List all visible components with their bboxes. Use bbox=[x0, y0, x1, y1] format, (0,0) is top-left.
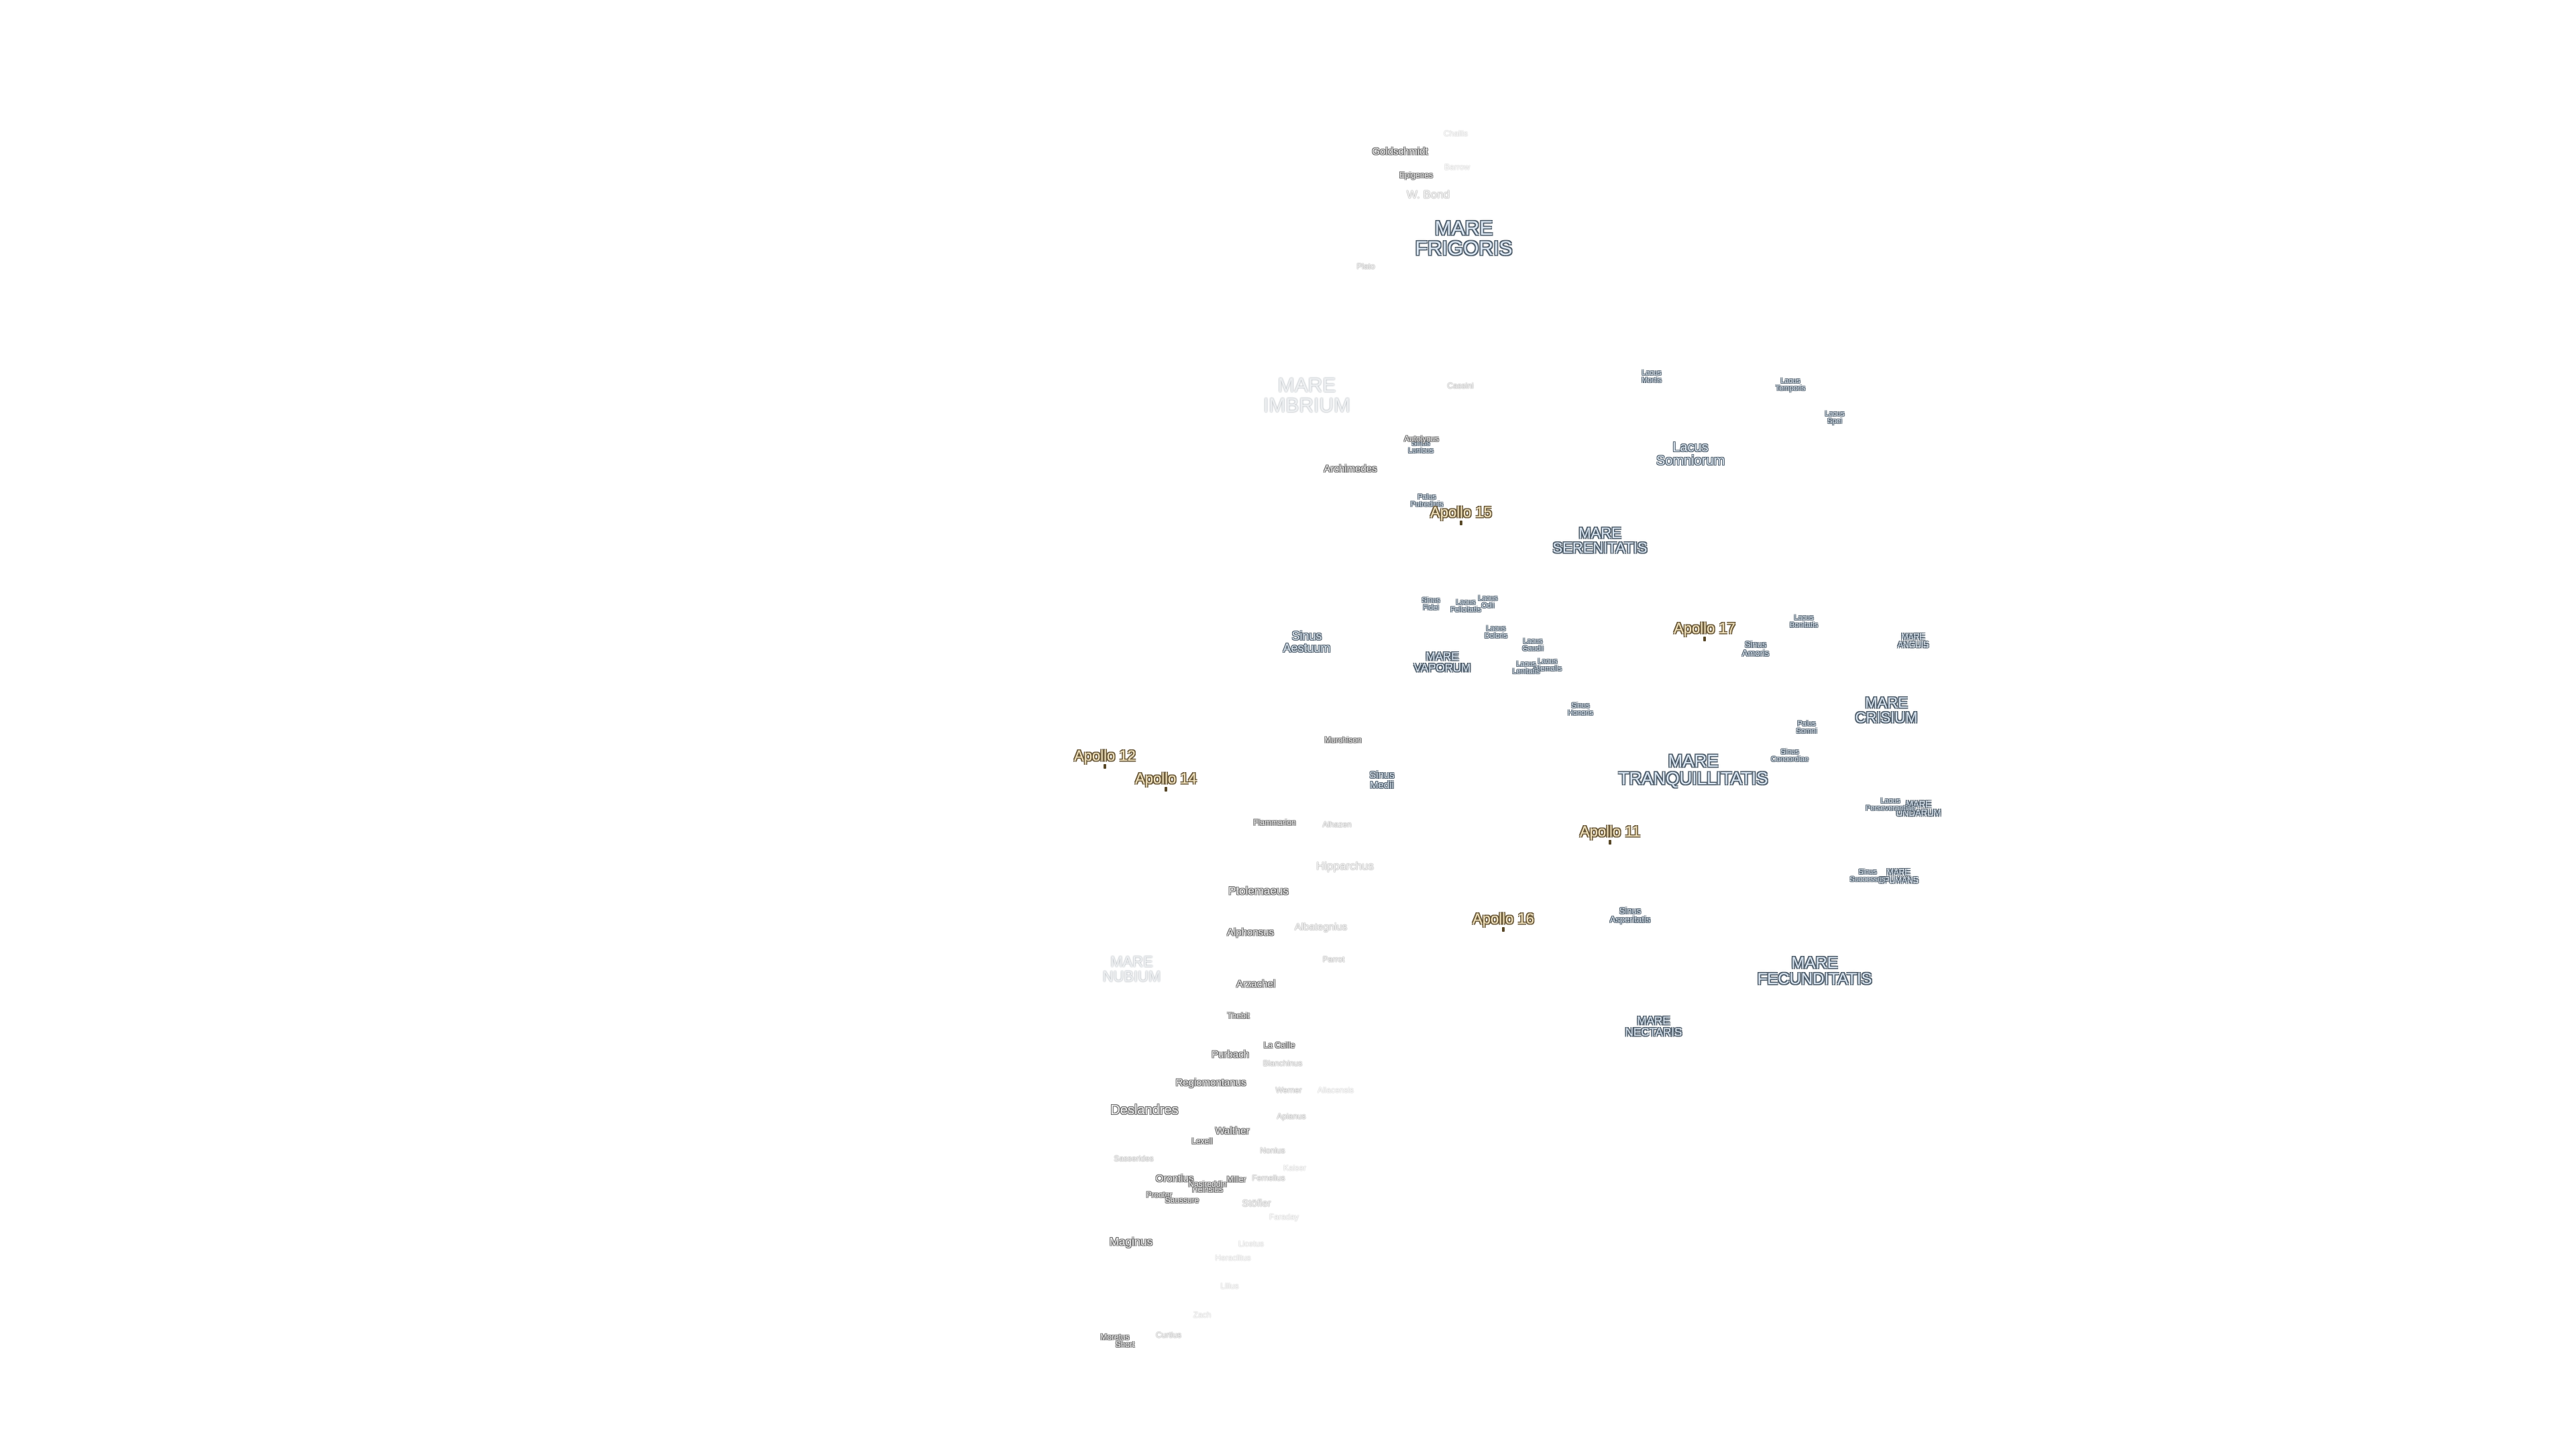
crater-faraday-label: Faraday bbox=[1269, 1212, 1299, 1222]
crater-saussure-label: Saussure bbox=[1165, 1195, 1199, 1205]
crater-proctor-label: Proctor bbox=[1146, 1190, 1173, 1199]
crater-orontius-label: Orontius bbox=[1155, 1173, 1194, 1185]
crater-thebit-label: Thebit bbox=[1227, 1011, 1250, 1020]
apollo-16-label[interactable]: Apollo 16 bbox=[1472, 910, 1534, 927]
crater-maginus-label: Maginus bbox=[1109, 1235, 1153, 1248]
crater-nasireddin-label: Nasireddin bbox=[1188, 1179, 1227, 1189]
crater-goldschmidt-label: Goldschmidt bbox=[1372, 146, 1428, 158]
crater-apianus-label: Apianus bbox=[1277, 1112, 1306, 1121]
crater-hipparchus-label: Hipparchus bbox=[1316, 859, 1374, 873]
crater-kaiser-label: Kaiser bbox=[1283, 1163, 1307, 1173]
apollo-15-marker-icon bbox=[1460, 521, 1462, 525]
crater-nonius-label: Nonius bbox=[1260, 1146, 1285, 1155]
crater-short-label: Short bbox=[1115, 1340, 1135, 1349]
crater-sasserides-label: Sasserides bbox=[1114, 1154, 1154, 1163]
crater-alphonsus-label: Alphonsus bbox=[1226, 926, 1275, 938]
crater-flammarion-label: Flammarion bbox=[1253, 818, 1296, 827]
crater-purbach-label: Purbach bbox=[1212, 1049, 1249, 1061]
crater-lilius-label: Lilius bbox=[1220, 1281, 1239, 1291]
crater-stofler-label: Stöfler bbox=[1242, 1197, 1271, 1210]
crater-la-caille-label: La Caille bbox=[1263, 1040, 1295, 1050]
apollo-17-marker-icon bbox=[1703, 637, 1706, 641]
crater-alhazen-label: Alhazen bbox=[1322, 820, 1352, 829]
crater-walther-label: Walther bbox=[1215, 1125, 1250, 1137]
crater-deslandres-label: Deslandres bbox=[1110, 1103, 1179, 1118]
crater-barrow-label: Barrow bbox=[1444, 162, 1470, 172]
apollo-14-marker-icon bbox=[1165, 787, 1167, 792]
apollo-12-label[interactable]: Apollo 12 bbox=[1074, 747, 1136, 764]
crater-werner-label: Werner bbox=[1275, 1085, 1302, 1095]
crater-w-bond-label: W. Bond bbox=[1406, 188, 1450, 201]
apollo-11-label[interactable]: Apollo 11 bbox=[1579, 823, 1641, 840]
crater-heinsius-label: Heinsius bbox=[1191, 1185, 1224, 1194]
apollo-15-label[interactable]: Apollo 15 bbox=[1430, 504, 1492, 521]
apollo-11-marker-icon bbox=[1609, 840, 1611, 845]
crater-parrot-label: Parrot bbox=[1322, 955, 1345, 964]
crater-archimedes-label: Archimedes bbox=[1324, 463, 1377, 475]
crater-fernelius-label: Fernelius bbox=[1252, 1173, 1285, 1183]
crater-ptolemaeus-label: Ptolemaeus bbox=[1228, 884, 1289, 898]
crater-regiomontanus-label: Regiomontanus bbox=[1175, 1077, 1246, 1089]
apollo-14-label[interactable]: Apollo 14 bbox=[1135, 770, 1197, 787]
crater-cassini-label: Cassini bbox=[1447, 381, 1474, 390]
crater-aliacensis-label: Aliacensis bbox=[1317, 1085, 1354, 1095]
crater-licetus-label: Licetus bbox=[1238, 1239, 1265, 1248]
crater-heraclitus-label: Heraclitus bbox=[1215, 1253, 1251, 1263]
crater-epigenes-label: Epigenes bbox=[1399, 170, 1434, 180]
apollo-17-label[interactable]: Apollo 17 bbox=[1674, 620, 1735, 637]
apollo-12-marker-icon bbox=[1104, 764, 1106, 769]
crater-albategnius-label: Albategnius bbox=[1294, 921, 1348, 933]
crater-challis-label: Challis bbox=[1443, 129, 1468, 138]
crater-curtius-label: Curtius bbox=[1155, 1330, 1182, 1340]
apollo-16-marker-icon bbox=[1502, 927, 1505, 932]
crater-blanchinus-label: Blanchinus bbox=[1263, 1059, 1303, 1068]
crater-moretus-label: Moretus bbox=[1100, 1332, 1130, 1342]
crater-murchison-label: Murchison bbox=[1324, 735, 1362, 745]
crater-plato-label: Plato bbox=[1356, 262, 1375, 271]
crater-miller-label: Miller bbox=[1226, 1175, 1246, 1184]
crater-lexell-label: Lexell bbox=[1191, 1136, 1213, 1146]
crater-zach-label: Zach bbox=[1193, 1310, 1212, 1320]
crater-arzachel-label: Arzachel bbox=[1236, 978, 1276, 990]
crater-autolycus-label: Autolycus bbox=[1403, 434, 1440, 443]
